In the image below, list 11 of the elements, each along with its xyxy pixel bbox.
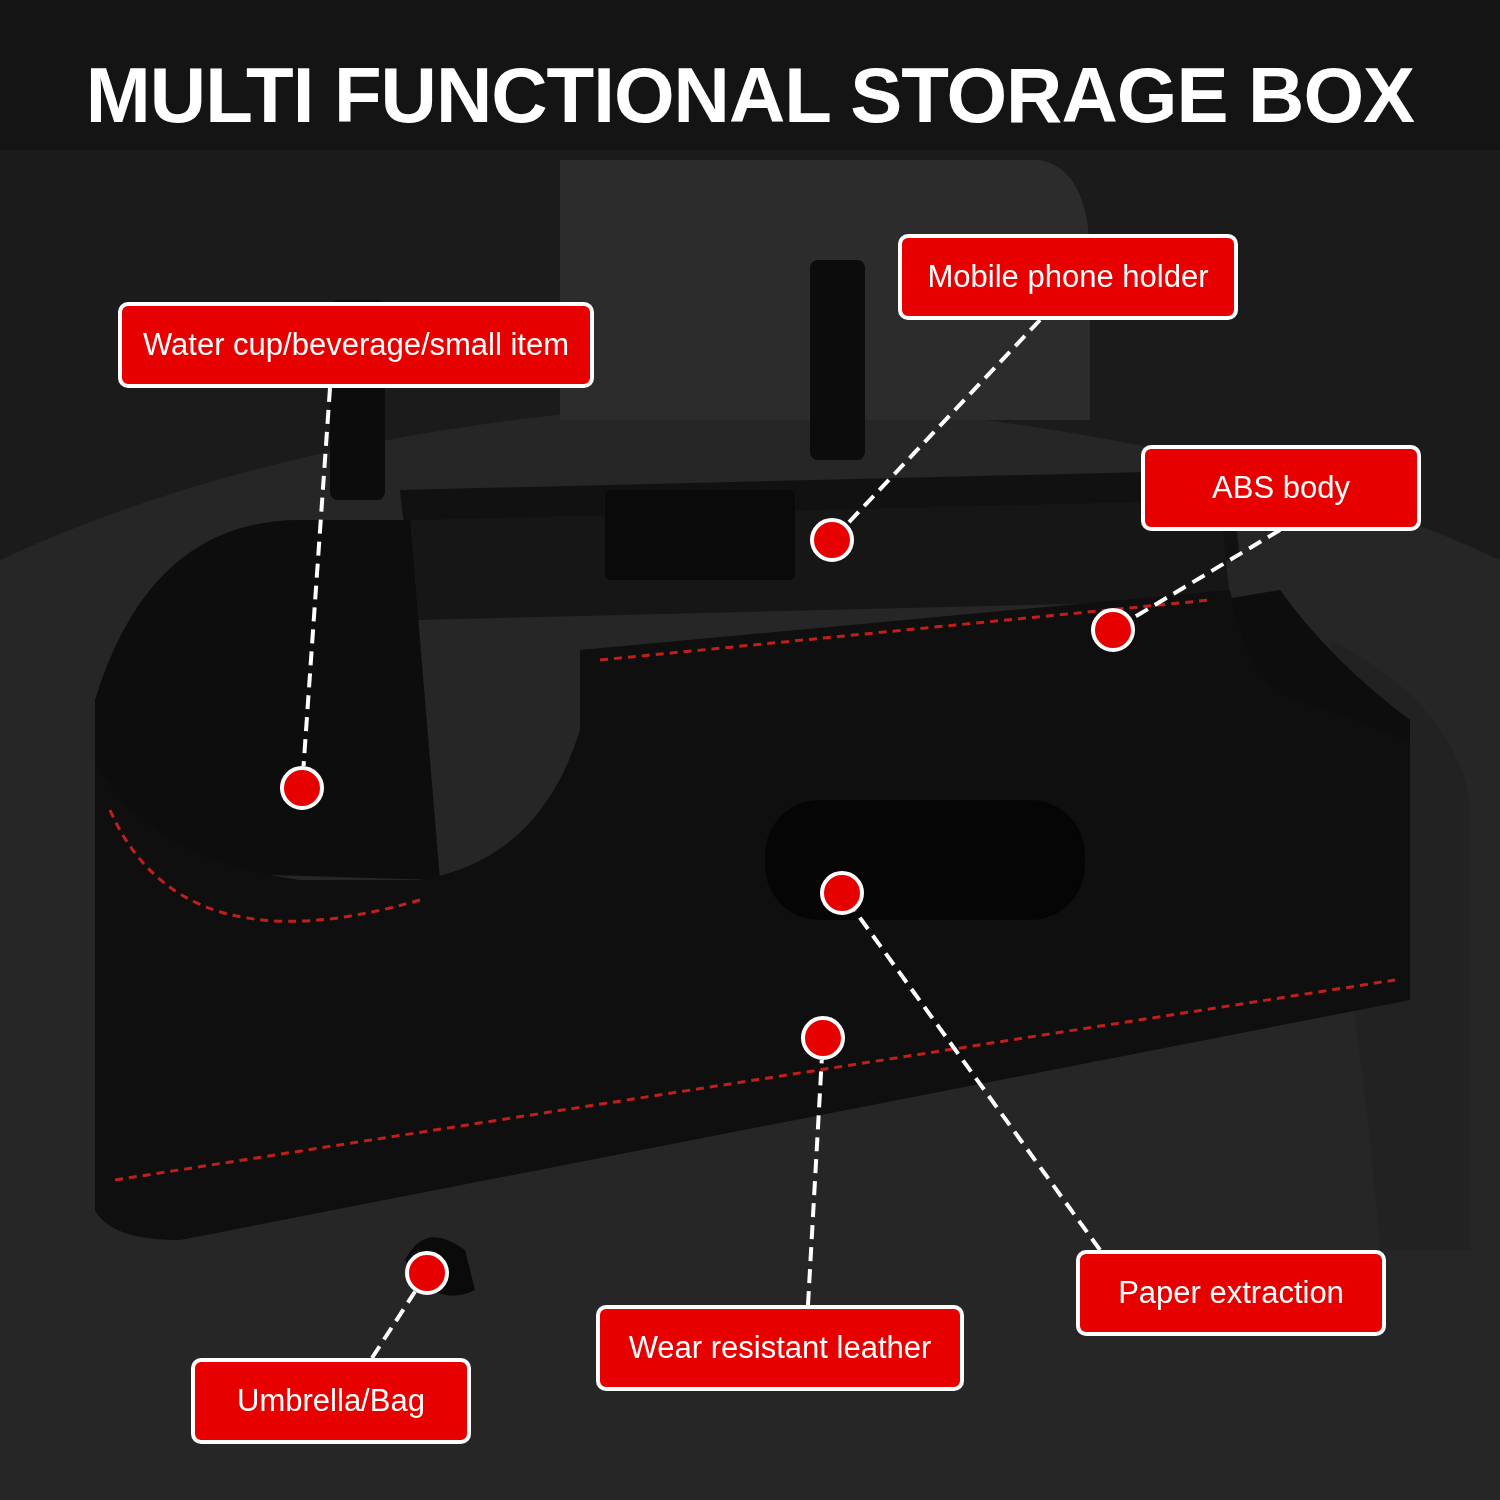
- title: MULTI FUNCTIONAL STORAGE BOX: [84, 50, 1416, 141]
- callout-label: Umbrella/Bag: [191, 1358, 471, 1444]
- callout-label: Mobile phone holder: [898, 234, 1238, 320]
- callout-label: Paper extraction: [1076, 1250, 1386, 1336]
- leader-line: [370, 1290, 417, 1360]
- callout-label: Water cup/beverage/small item: [118, 302, 594, 388]
- callout-label: Wear resistant leather: [596, 1305, 964, 1391]
- callout-label: ABS body: [1141, 445, 1421, 531]
- leader-line: [301, 387, 332, 767]
- leader-line: [806, 1059, 824, 1306]
- leader-line: [845, 318, 1042, 526]
